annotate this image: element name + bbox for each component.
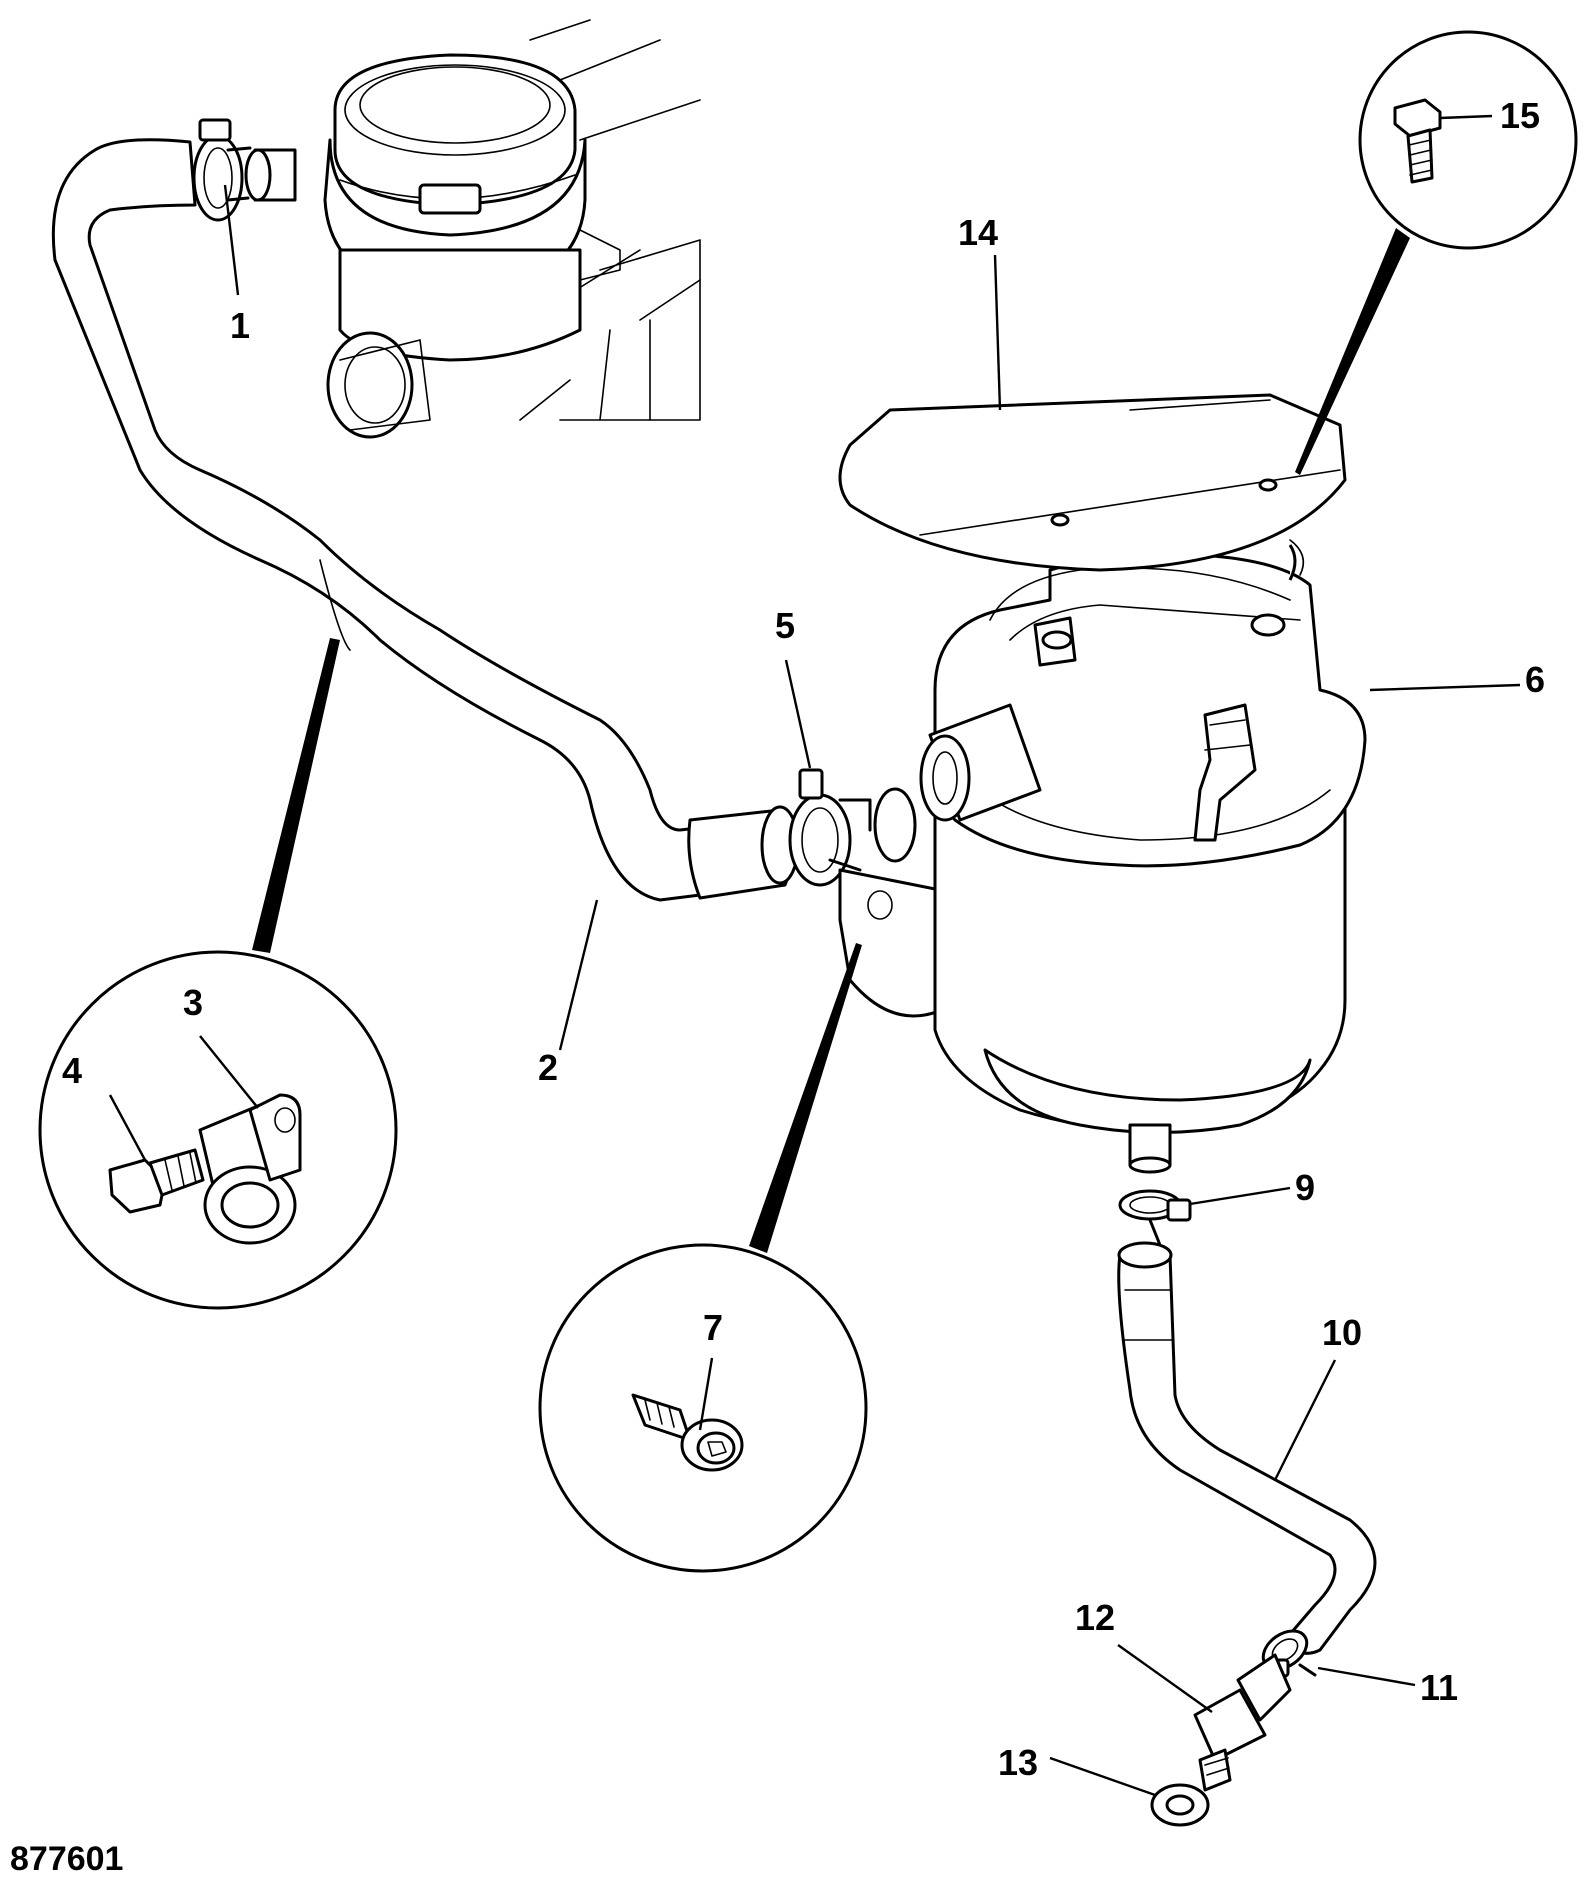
callout-labels: 1 2 3 4 5 6 7 9 10 11 12 13 14 15 xyxy=(62,95,1545,1783)
hose-clamp-1 xyxy=(192,118,252,222)
detail-circle-hose-bracket xyxy=(38,638,398,1310)
callout-11: 11 xyxy=(1420,1667,1458,1708)
callout-3: 3 xyxy=(183,982,203,1023)
hose-clamp-5 xyxy=(788,768,872,887)
callout-2: 2 xyxy=(538,1047,558,1088)
engine-background xyxy=(519,19,701,421)
callout-1: 1 xyxy=(230,305,250,346)
detail-circle-bolt-7 xyxy=(538,943,868,1573)
separator-outlet-spigot xyxy=(873,703,1042,863)
drain-hose xyxy=(1117,1241,1377,1655)
callout-12: 12 xyxy=(1075,1597,1115,1638)
oil-separator xyxy=(933,544,1367,1134)
drain-connector xyxy=(1193,1653,1292,1792)
detail-circle-bolt-15 xyxy=(1295,30,1578,475)
hose-clamp-9 xyxy=(1118,1189,1192,1247)
heat-shield xyxy=(838,393,1347,576)
callout-13: 13 xyxy=(998,1742,1038,1783)
callout-6: 6 xyxy=(1525,659,1545,700)
separator-clip xyxy=(1193,703,1257,842)
figure-number: 877601 xyxy=(10,1840,123,1878)
callout-9: 9 xyxy=(1295,1167,1315,1208)
oil-filler-housing xyxy=(244,53,621,439)
callout-14: 14 xyxy=(958,212,998,253)
sealing-washer xyxy=(1150,1783,1210,1827)
callout-10: 10 xyxy=(1322,1312,1362,1353)
leader-lines xyxy=(108,114,1521,1797)
hose-end-sleeve xyxy=(687,805,800,900)
separator-drain-stub xyxy=(1128,1123,1172,1174)
callout-4: 4 xyxy=(62,1050,82,1091)
callout-7: 7 xyxy=(703,1307,723,1348)
callout-15: 15 xyxy=(1500,95,1540,136)
callout-5: 5 xyxy=(775,605,795,646)
